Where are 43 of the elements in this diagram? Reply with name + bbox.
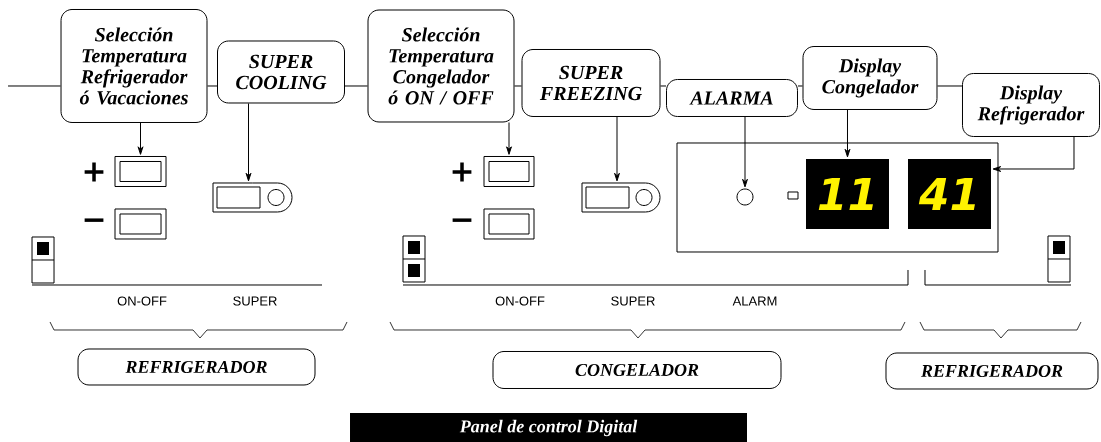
arrow <box>614 116 620 182</box>
arrow <box>742 116 748 188</box>
push-button <box>212 182 293 213</box>
connector-line <box>514 85 522 87</box>
push-button <box>114 156 167 187</box>
button-label: SUPER <box>611 296 655 306</box>
group-label-box: REFRIGERADOR <box>77 348 316 386</box>
connector-line <box>937 85 963 87</box>
arrow <box>506 122 512 155</box>
button-label: ALARM <box>732 296 777 306</box>
digit-display: 41 <box>908 159 991 229</box>
group-label-box: REFRIGERADOR <box>885 352 1099 390</box>
push-button <box>114 208 167 240</box>
push-button <box>483 156 535 187</box>
connector-line <box>7 85 61 87</box>
callout-box: ALARMA <box>666 79 798 117</box>
callout-box: Display Congelador <box>802 46 938 110</box>
connector-line <box>207 85 218 87</box>
button-label: ON-OFF <box>117 296 167 306</box>
sign-label: − <box>84 218 104 222</box>
button-label: ON-OFF <box>495 296 545 306</box>
callout-box: SUPER FREEZING <box>521 49 661 117</box>
connector-line <box>344 85 368 87</box>
sign-label: + <box>452 162 472 182</box>
push-button <box>581 182 661 213</box>
callout-box: Display Refrigerador <box>962 73 1100 137</box>
button-label: SUPER <box>233 296 277 306</box>
callout-box: Selección Temperatura Congelador ó ON / OFF <box>367 9 515 123</box>
arrow <box>245 103 252 182</box>
callout-box: Selección Temperatura Refrigerador ó Vacaciones <box>60 9 208 123</box>
callout-box: SUPER COOLING <box>217 40 345 104</box>
push-button <box>483 208 535 240</box>
sign-label: + <box>84 162 104 182</box>
sign-label: − <box>452 218 472 222</box>
indicator-light <box>736 188 754 206</box>
connector-line <box>660 85 667 87</box>
arrow <box>844 109 851 158</box>
group-label-box: CONGELADOR <box>492 351 782 389</box>
arrow <box>992 136 1075 172</box>
connector-line <box>797 85 803 87</box>
digit-display: 11 <box>806 159 889 229</box>
arrow <box>137 122 144 155</box>
title-banner: Panel de control Digital <box>350 413 747 442</box>
